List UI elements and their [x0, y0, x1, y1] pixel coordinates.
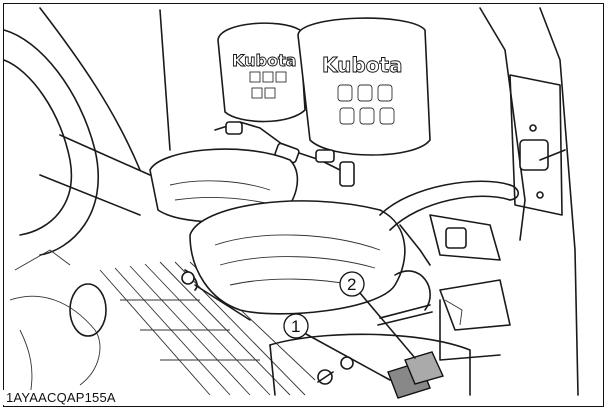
- callout-2: 2: [339, 271, 416, 359]
- armrest-bar: [379, 180, 520, 311]
- svg-text:Kubota: Kubota: [232, 51, 296, 70]
- steering-wheel: [3, 29, 151, 396]
- svg-text:Kubota: Kubota: [322, 53, 403, 77]
- figure-caption: 1AYAACQAP155A: [3, 390, 119, 405]
- cab-wall: [39, 7, 579, 396]
- figure-frame: [3, 3, 604, 407]
- seat-backrest-right: Kubota: [297, 17, 431, 156]
- pad-item-2: [404, 351, 444, 385]
- lever: [181, 269, 433, 326]
- seat-belts: [214, 121, 355, 187]
- callout-1: 1: [283, 313, 391, 381]
- console: [429, 214, 511, 361]
- svg-text:2: 2: [347, 275, 356, 294]
- svg-text:1: 1: [291, 317, 300, 336]
- seat-base: [269, 333, 471, 396]
- seat-backrest-left: Kubota: [217, 22, 306, 123]
